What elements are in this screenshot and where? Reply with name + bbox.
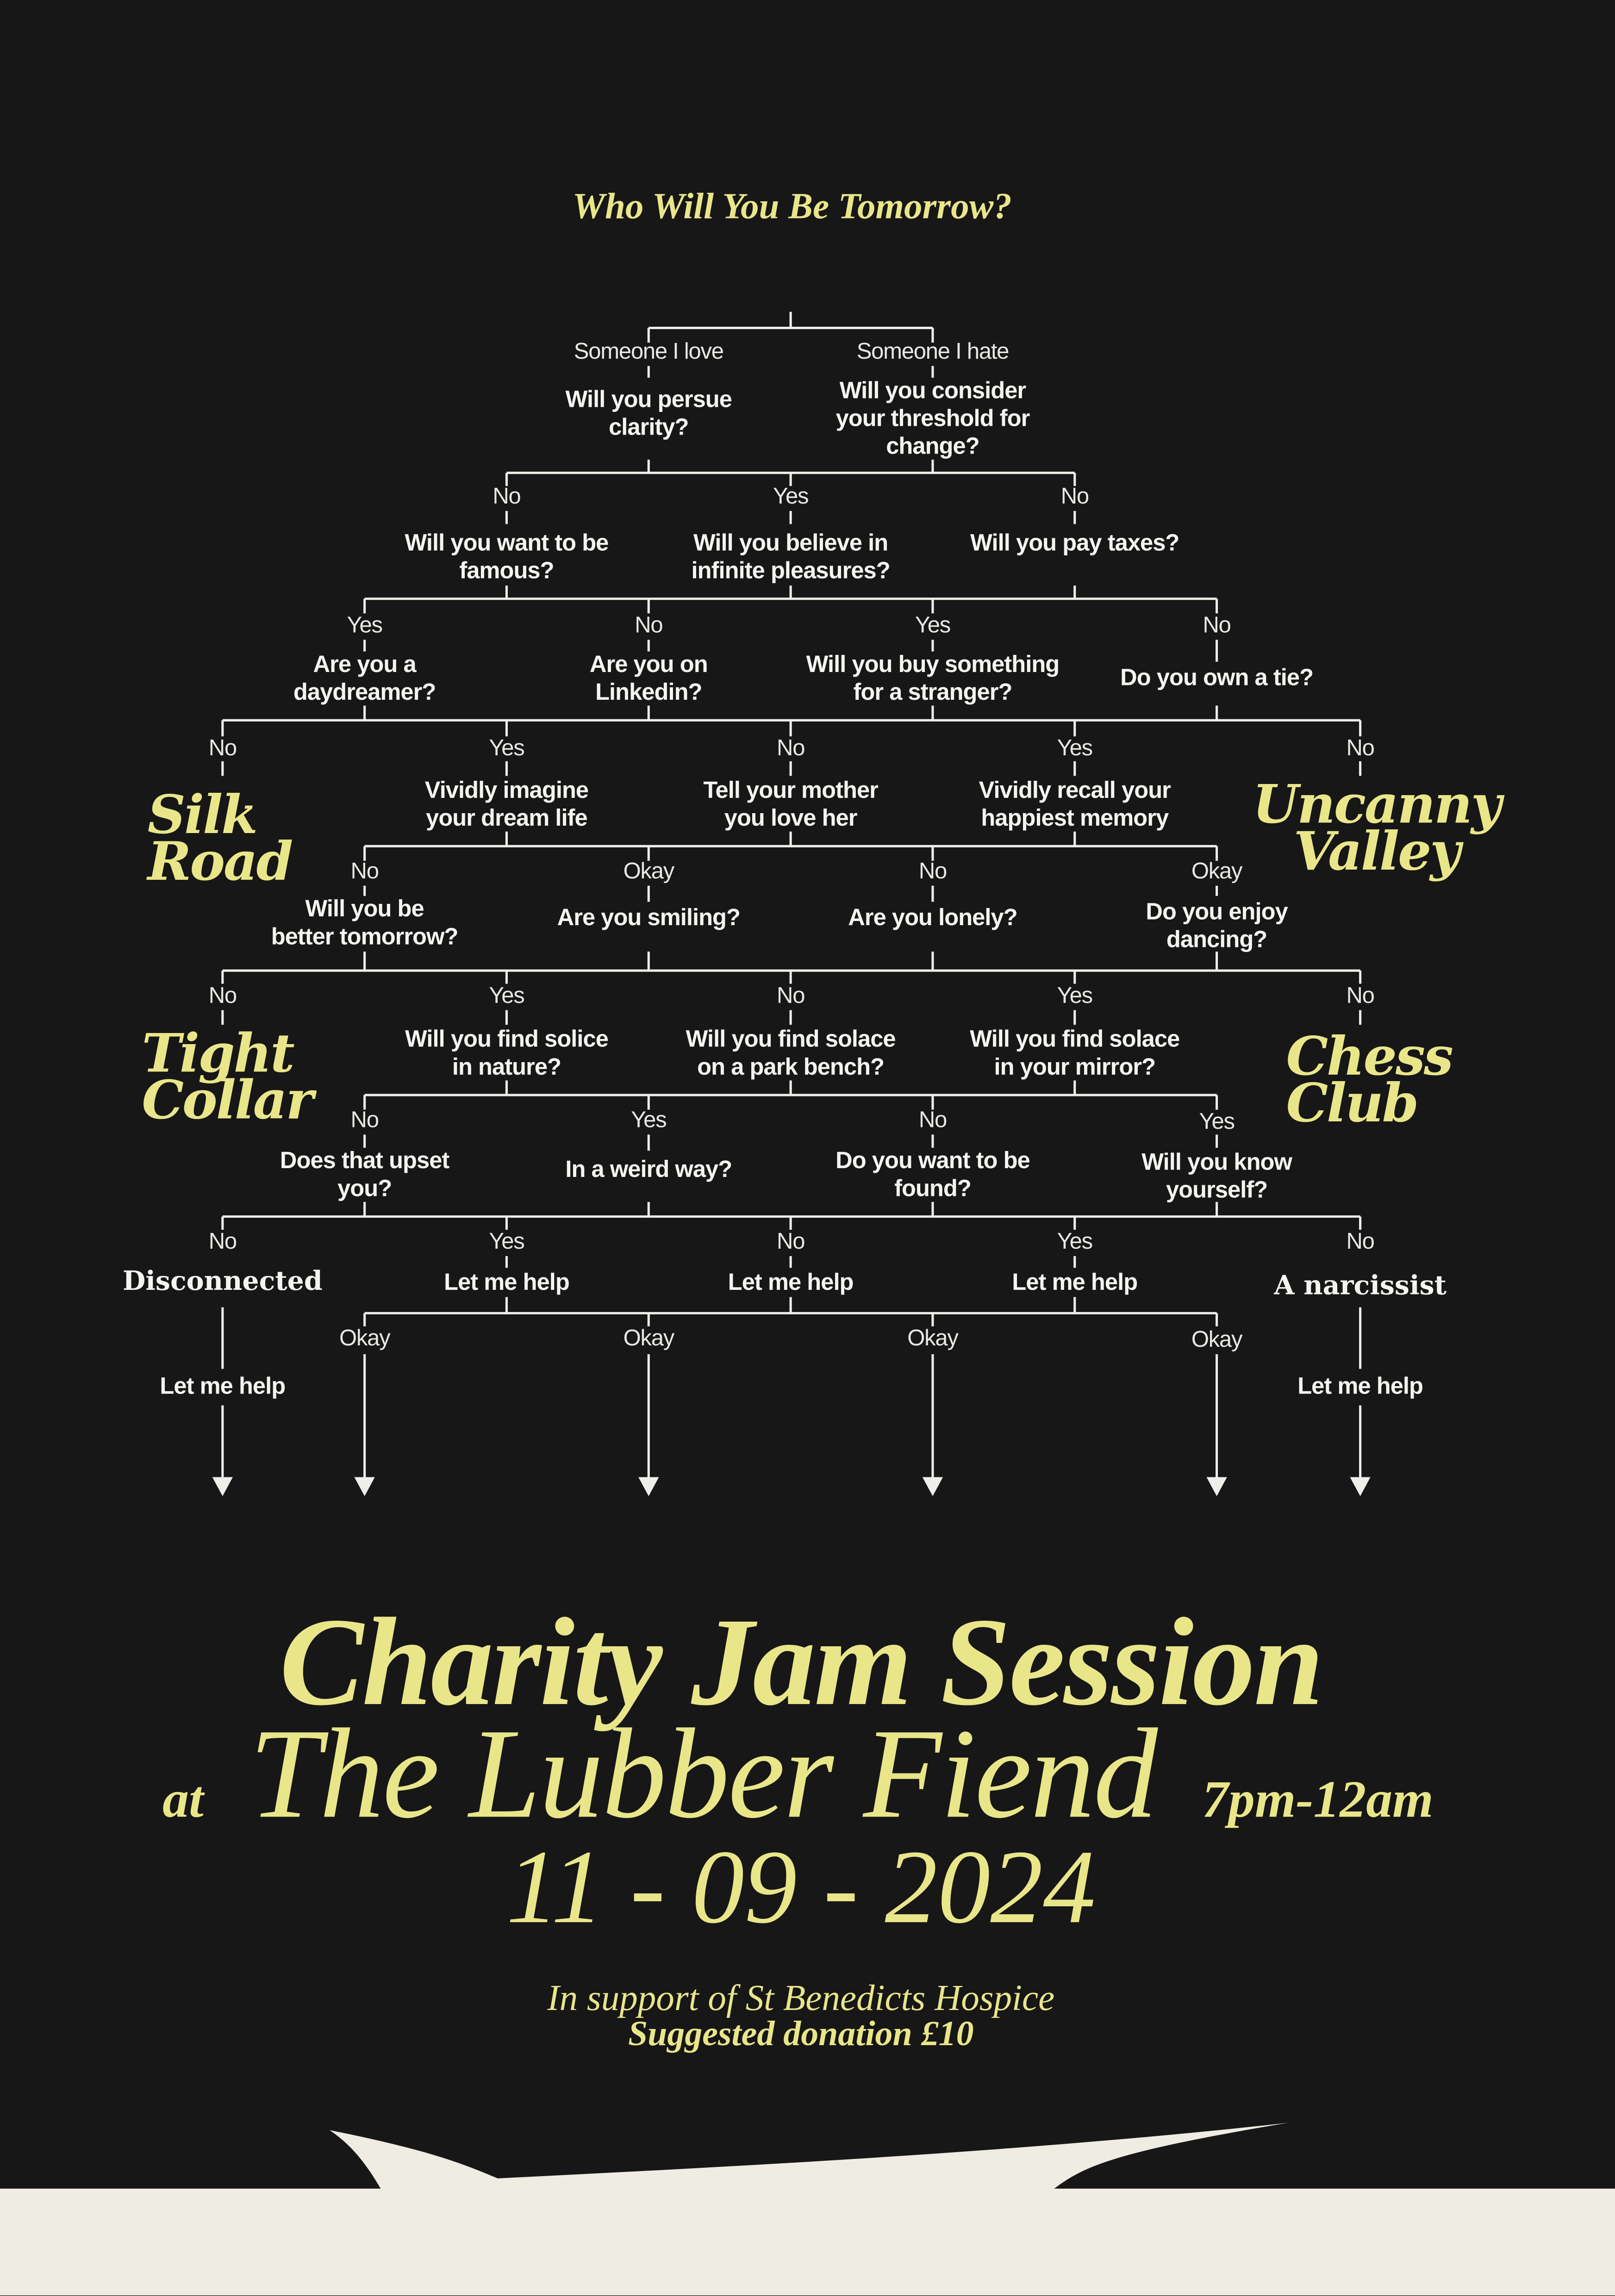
branch-label: No	[1346, 983, 1375, 1009]
result-let-me-help: Let me help	[728, 1270, 854, 1296]
branch-label: Okay	[1191, 1328, 1243, 1353]
branch-label: No	[208, 983, 237, 1009]
question: Will you believe in infinite pleasures?	[691, 531, 891, 585]
outcome-chess-club: Chess Club	[1286, 1026, 1453, 1135]
branch-label: Okay	[623, 1326, 675, 1351]
branch-label: No	[1346, 1230, 1375, 1255]
question: Will you persue clarity?	[565, 388, 732, 441]
branch-label: No	[918, 859, 947, 884]
branch-label: Okay	[1191, 859, 1243, 884]
branch-label: No	[777, 1230, 805, 1255]
question: Will you pay taxes?	[970, 531, 1179, 557]
question: Will you consider your threshold for cha…	[836, 379, 1030, 460]
branch-label: Yes	[1057, 983, 1093, 1009]
question: Vividly recall your happiest memory	[979, 778, 1171, 832]
event-name: Charity Jam Session	[279, 1591, 1324, 1732]
result-narcissist: A narcissist	[1274, 1270, 1447, 1302]
branch-label: Yes	[347, 613, 383, 639]
question: Will you find solace in your mirror?	[970, 1027, 1180, 1081]
question: Will you find solice in nature?	[405, 1027, 609, 1081]
question: Are you lonely?	[848, 906, 1017, 931]
question: Are you smiling?	[557, 906, 741, 931]
question: Does that upset you?	[280, 1149, 449, 1202]
branch-label: No	[1203, 613, 1231, 639]
branch-label: No	[208, 1230, 237, 1255]
event-support: In support of St Benedicts Hospice	[547, 1979, 1055, 2019]
branch-label: No	[493, 485, 521, 510]
branch-label: No	[777, 736, 805, 761]
question: Will you find solace on a park bench?	[686, 1027, 896, 1081]
result-disconnected: Disconnected	[122, 1266, 323, 1297]
event-at: at	[162, 1770, 204, 1829]
branch-label: No	[1346, 736, 1375, 761]
branch-label: Yes	[1057, 1230, 1093, 1255]
question: Do you own a tie?	[1120, 666, 1314, 691]
event-date: 11 - 09 - 2024	[506, 1828, 1096, 1946]
question: Will you want to be famous?	[405, 531, 609, 585]
branch-label: Yes	[489, 983, 524, 1009]
branch-label: Yes	[1199, 1109, 1235, 1135]
outcome-tight-collar: Tight Collar	[142, 1023, 313, 1132]
branch-label: Okay	[907, 1326, 959, 1351]
result-let-me-help: Let me help	[160, 1375, 286, 1400]
branch-label: No	[350, 1108, 379, 1133]
event-donation: Suggested donation £10	[628, 2016, 974, 2054]
flowchart-title: Who Will You Be Tomorrow?	[572, 187, 1012, 227]
branch-label: Yes	[1057, 736, 1093, 761]
question: Are you on Linkedin?	[589, 653, 708, 706]
question: Will you know yourself?	[1141, 1151, 1292, 1204]
branch-label: Someone I hate	[856, 339, 1010, 365]
question: Do you enjoy dancing?	[1146, 900, 1288, 953]
result-let-me-help: Let me help	[1297, 1375, 1423, 1400]
result-let-me-help: Let me help	[1012, 1270, 1138, 1296]
question: Will you buy something for a stranger?	[806, 653, 1060, 706]
branch-label: No	[1060, 485, 1089, 510]
branch-label: Yes	[773, 485, 809, 510]
branch-label: Yes	[915, 613, 951, 639]
branch-label: No	[777, 983, 805, 1009]
event-venue: The Lubber Fiend	[249, 1704, 1158, 1846]
branch-label: Yes	[631, 1108, 667, 1133]
question: Will you be better tomorrow?	[271, 897, 459, 950]
event-time: 7pm-12am	[1202, 1770, 1434, 1829]
branch-label: Okay	[339, 1326, 391, 1351]
branch-label: Someone I love	[574, 339, 724, 365]
branch-label: No	[635, 613, 663, 639]
question: Tell your mother you love her	[703, 778, 879, 832]
branch-label: No	[918, 1108, 947, 1133]
question: In a weird way?	[565, 1158, 732, 1183]
branch-label: Yes	[489, 736, 524, 761]
paper-edge	[0, 2122, 1615, 2296]
question: Do you want to be found?	[836, 1149, 1030, 1202]
branch-label: Okay	[623, 859, 675, 884]
branch-label: No	[350, 859, 379, 884]
question: Vividly imagine your dream life	[424, 778, 589, 832]
outcome-uncanny-valley: Uncanny Valley	[1252, 774, 1502, 883]
branch-label: No	[208, 736, 237, 761]
branch-label: Yes	[489, 1230, 524, 1255]
outcome-silk-road: Silk Road	[147, 784, 293, 893]
question: Are you a daydreamer?	[293, 653, 436, 706]
down-arrow-icons	[212, 1477, 1371, 1496]
result-let-me-help: Let me help	[444, 1270, 570, 1296]
